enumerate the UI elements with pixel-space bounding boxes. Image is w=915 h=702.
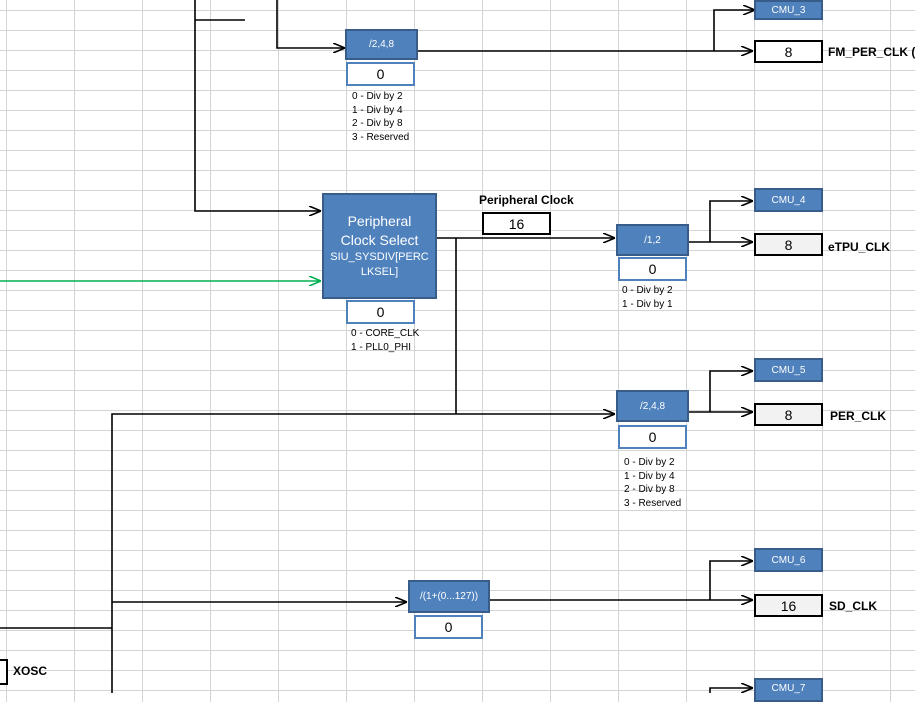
output-value: 8 bbox=[784, 406, 793, 423]
cmu-6-block[interactable]: CMU_6 bbox=[754, 548, 823, 572]
cmu-label: CMU_3 bbox=[771, 4, 806, 16]
legend-line: 0 - Div by 2 bbox=[622, 285, 673, 296]
divider-value: 0 bbox=[648, 429, 657, 445]
xosc-label: XOSC bbox=[13, 664, 48, 678]
peripheral-clock-label: Peripheral Clock bbox=[479, 193, 574, 207]
cmu-label: CMU_7 bbox=[771, 683, 806, 694]
cmu-label: CMU_4 bbox=[771, 194, 806, 206]
divider-value: 0 bbox=[648, 261, 657, 277]
divider-legend: 0 - Div by 2 1 - Div by 4 2 - Div by 8 3… bbox=[352, 90, 409, 144]
peripheral-clock-value[interactable]: 16 bbox=[482, 212, 551, 235]
periph-select-legend: 0 - CORE_CLK 1 - PLL0_PHI bbox=[351, 327, 419, 354]
divider-block-per[interactable]: /2,4,8 bbox=[616, 390, 689, 422]
etpu-clk-value[interactable]: 8 bbox=[754, 233, 823, 256]
periph-select-value-cell[interactable]: 0 bbox=[346, 300, 415, 324]
legend-line: 1 - Div by 4 bbox=[352, 104, 403, 116]
per-clk-label: PER_CLK bbox=[830, 409, 887, 423]
cmu-label: CMU_5 bbox=[771, 364, 806, 376]
divider-value: 0 bbox=[376, 66, 385, 82]
divider-label: /1,2 bbox=[644, 234, 661, 246]
divider-label: /2,4,8 bbox=[639, 400, 666, 412]
divider-label: /(1+(0...127)) bbox=[419, 591, 479, 602]
divider-value: 0 bbox=[444, 619, 453, 635]
legend-line: 3 - Reserved bbox=[624, 497, 682, 509]
divider-block-sd[interactable]: /(1+(0...127)) bbox=[408, 580, 490, 613]
output-value: 8 bbox=[784, 236, 793, 253]
sd-clk-value[interactable]: 16 bbox=[754, 594, 823, 617]
select-value: 0 bbox=[376, 304, 385, 320]
cmu-label: CMU_6 bbox=[771, 554, 806, 566]
divider-legend: 0 - Div by 2 1 - Div by 4 2 - Div by 8 3… bbox=[624, 456, 681, 510]
legend-line: 1 - Div by 4 bbox=[624, 470, 675, 482]
cmu-5-block[interactable]: CMU_5 bbox=[754, 358, 823, 382]
divider-legend: 0 - Div by 2 1 - Div by 1 bbox=[622, 284, 673, 311]
legend-line: 0 - CORE_CLK bbox=[351, 328, 420, 339]
divider-value-cell[interactable]: 0 bbox=[346, 62, 415, 86]
divider-value-cell[interactable]: 0 bbox=[618, 425, 687, 449]
block-title-line: Peripheral bbox=[347, 213, 412, 229]
legend-line: 0 - Div by 2 bbox=[624, 457, 675, 468]
clock-value: 16 bbox=[508, 215, 525, 232]
fm-per-clk-value[interactable]: 8 bbox=[754, 40, 823, 63]
legend-line: 3 - Reserved bbox=[352, 131, 410, 143]
peripheral-clock-select-block[interactable]: Peripheral Clock Select SIU_SYSDIV[PERC … bbox=[322, 193, 437, 299]
legend-line: 0 - Div by 2 bbox=[352, 91, 403, 102]
cmu-4-block[interactable]: CMU_4 bbox=[754, 188, 823, 212]
divider-value-cell[interactable]: 0 bbox=[618, 257, 687, 281]
cmu-7-block[interactable]: CMU_7 bbox=[754, 678, 823, 702]
register-name-line: SIU_SYSDIV[PERC bbox=[330, 251, 429, 263]
legend-line: 2 - Div by 8 bbox=[352, 118, 403, 129]
divider-value-cell[interactable]: 0 bbox=[414, 615, 483, 639]
register-name-line: LKSEL] bbox=[360, 266, 399, 278]
divider-label: /2,4,8 bbox=[368, 39, 395, 50]
sd-clk-label: SD_CLK bbox=[829, 599, 878, 613]
output-value: 8 bbox=[784, 43, 793, 60]
legend-line: 2 - Div by 8 bbox=[624, 484, 675, 495]
block-title-line: Clock Select bbox=[340, 232, 419, 248]
fm-per-clk-label: FM_PER_CLK (P bbox=[828, 45, 915, 59]
divider-block-etpu[interactable]: /1,2 bbox=[616, 224, 689, 256]
legend-line: 1 - Div by 1 bbox=[622, 298, 673, 310]
per-clk-value[interactable]: 8 bbox=[754, 403, 823, 426]
output-value: 16 bbox=[780, 597, 797, 614]
cmu-3-block[interactable]: CMU_3 bbox=[754, 0, 823, 20]
legend-line: 1 - PLL0_PHI bbox=[351, 341, 412, 353]
divider-block-fm-per[interactable]: /2,4,8 bbox=[345, 29, 418, 60]
etpu-clk-label: eTPU_CLK bbox=[828, 240, 891, 254]
